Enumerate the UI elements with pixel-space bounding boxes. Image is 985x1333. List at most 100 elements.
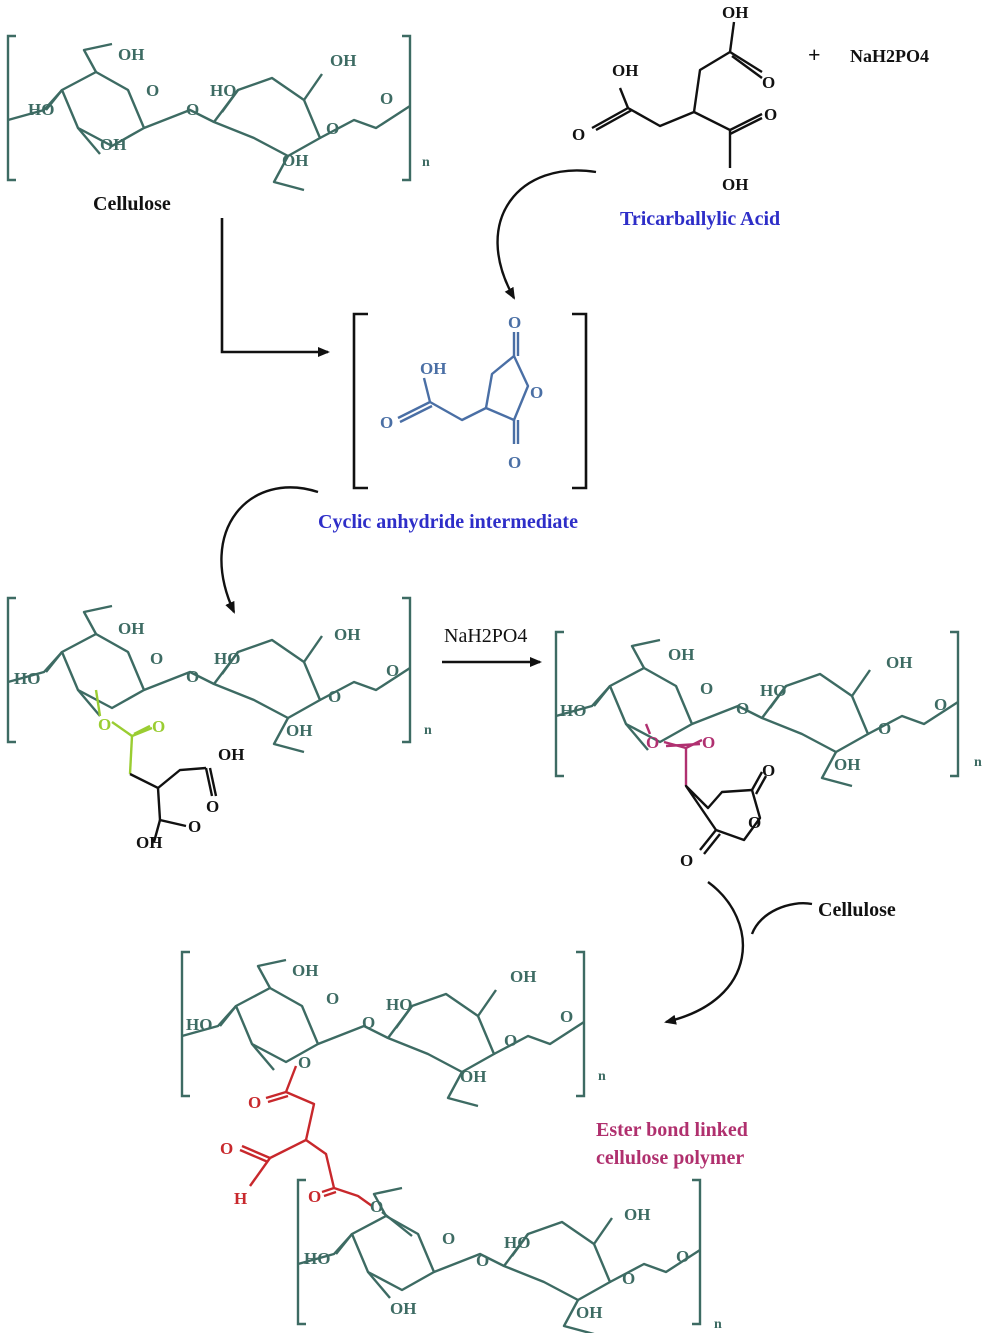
- arrow-cellulose-join: [664, 881, 745, 1025]
- cyclic-intermediate-label: Cyclic anhydride intermediate: [318, 511, 578, 533]
- atom-oh: OH: [390, 1299, 416, 1318]
- repeat-n: n: [598, 1069, 606, 1084]
- atom-oh: OH: [624, 1205, 650, 1224]
- atom-ho: HO: [760, 681, 786, 700]
- atom-ho: HO: [560, 701, 586, 720]
- cellulose-crosslink-top-atoms: OH O HO O HO OH O O OH n: [186, 961, 606, 1086]
- crosslink-red-group: [239, 1065, 373, 1207]
- ester-green-atoms: O O: [98, 715, 165, 736]
- repeat-n: n: [424, 723, 432, 738]
- atom-o: O: [146, 81, 159, 100]
- atom-o: O: [152, 717, 165, 736]
- atom-oh: OH: [118, 45, 144, 64]
- atom-o: O: [188, 817, 201, 836]
- atom-ho: HO: [14, 669, 40, 688]
- atom-o: O: [206, 797, 219, 816]
- atom-o: O: [622, 1269, 635, 1288]
- atom-oh: OH: [612, 61, 638, 80]
- cellulose-anhydride-atoms: OH HO O O HO OH O O OH n: [560, 645, 982, 774]
- atom-ho: HO: [28, 100, 54, 119]
- atom-o: O: [508, 453, 521, 472]
- atom-o: O: [326, 989, 339, 1008]
- atom-oh: OH: [420, 359, 446, 378]
- atom-o: O: [680, 851, 693, 870]
- atom-o: O: [150, 649, 163, 668]
- atom-o: O: [370, 1197, 383, 1216]
- atom-o: O: [700, 679, 713, 698]
- atom-o: O: [748, 813, 761, 832]
- atom-h: H: [234, 1189, 247, 1208]
- atom-o: O: [442, 1229, 455, 1248]
- atom-oh: OH: [722, 175, 748, 194]
- crosslink-red-atoms: O O H O: [220, 1093, 321, 1208]
- arrow-intermediate-to-ester: [220, 486, 319, 614]
- reagent-mid: NaH2PO4: [444, 625, 527, 647]
- atom-oh: OH: [330, 51, 356, 70]
- atom-o: O: [476, 1251, 489, 1270]
- atom-oh: OH: [510, 967, 536, 986]
- pendant-anhydride-black: [684, 771, 768, 855]
- cellulose-monoester: [6, 596, 412, 754]
- cellulose-crosslink-bottom: [296, 1178, 702, 1333]
- arrow-cellulose-feed: [750, 902, 813, 935]
- atom-o: O: [380, 413, 393, 432]
- crosslink-link-atoms: O O: [298, 1053, 383, 1216]
- atom-o: O: [676, 1247, 689, 1266]
- ester-label-line1: Ester bond linked: [596, 1119, 748, 1141]
- ester-label-line2: cellulose polymer: [596, 1147, 744, 1169]
- tricarballylic-acid-structure: [591, 21, 763, 168]
- atom-o: O: [560, 1007, 573, 1026]
- atom-o: O: [186, 100, 199, 119]
- atom-oh: OH: [886, 653, 912, 672]
- tricarballylic-label: Tricarballylic Acid: [620, 208, 780, 230]
- atom-ho: HO: [504, 1233, 530, 1252]
- atom-o: O: [328, 687, 341, 706]
- atom-oh: OH: [334, 625, 360, 644]
- atom-o: O: [504, 1031, 517, 1050]
- plus-sign: +: [808, 42, 821, 67]
- atom-oh: OH: [292, 961, 318, 980]
- ester-green-group: [94, 689, 153, 775]
- atom-o: O: [380, 89, 393, 108]
- cellulose-monoester-atoms: OH O HO O HO OH O O OH n: [14, 619, 432, 740]
- atom-ho: HO: [210, 81, 236, 100]
- atom-o: O: [878, 719, 891, 738]
- ester-magenta-group: [644, 723, 703, 786]
- cellulose-crosslink-bottom-atoms: O HO O HO OH O O OH OH n: [304, 1205, 722, 1332]
- atom-oh: OH: [136, 833, 162, 852]
- cyclic-anhydride-atoms: OH O O O O: [380, 313, 543, 472]
- arrow-acid-to-intermediate: [496, 169, 597, 300]
- atom-oh: OH: [100, 135, 126, 154]
- cellulose-label-2: Cellulose: [818, 899, 896, 921]
- atom-o: O: [646, 733, 659, 752]
- atom-o: O: [762, 761, 775, 780]
- repeat-n: n: [714, 1317, 722, 1332]
- atom-o: O: [764, 105, 777, 124]
- repeat-n: n: [422, 155, 430, 170]
- pendant-anhydride-atoms: O O O: [680, 761, 775, 870]
- atom-o: O: [934, 695, 947, 714]
- atom-o: O: [508, 313, 521, 332]
- atom-o: O: [98, 715, 111, 734]
- atom-o: O: [326, 119, 339, 138]
- atom-ho: HO: [214, 649, 240, 668]
- atom-o: O: [298, 1053, 311, 1072]
- atom-oh: OH: [118, 619, 144, 638]
- atom-oh: OH: [460, 1067, 486, 1086]
- tricarballylic-acid-atoms: OH OH O O O OH: [572, 3, 777, 194]
- ester-magenta-atoms: O O: [646, 733, 715, 752]
- atom-oh: OH: [668, 645, 694, 664]
- cyclic-anhydride-structure: [397, 332, 530, 444]
- pendant-acid-atoms: OH O O OH: [136, 745, 244, 852]
- atom-o: O: [362, 1013, 375, 1032]
- atom-ho: HO: [304, 1249, 330, 1268]
- atom-oh: OH: [286, 721, 312, 740]
- atom-oh: OH: [722, 3, 748, 22]
- atom-o: O: [308, 1187, 321, 1206]
- atom-oh: OH: [218, 745, 244, 764]
- cellulose-label: Cellulose: [93, 193, 171, 215]
- atom-o: O: [702, 733, 715, 752]
- reagent-top: NaH2PO4: [850, 46, 929, 66]
- cellulose-top-atoms: OH HO O OH O HO OH O OH O n: [28, 45, 430, 170]
